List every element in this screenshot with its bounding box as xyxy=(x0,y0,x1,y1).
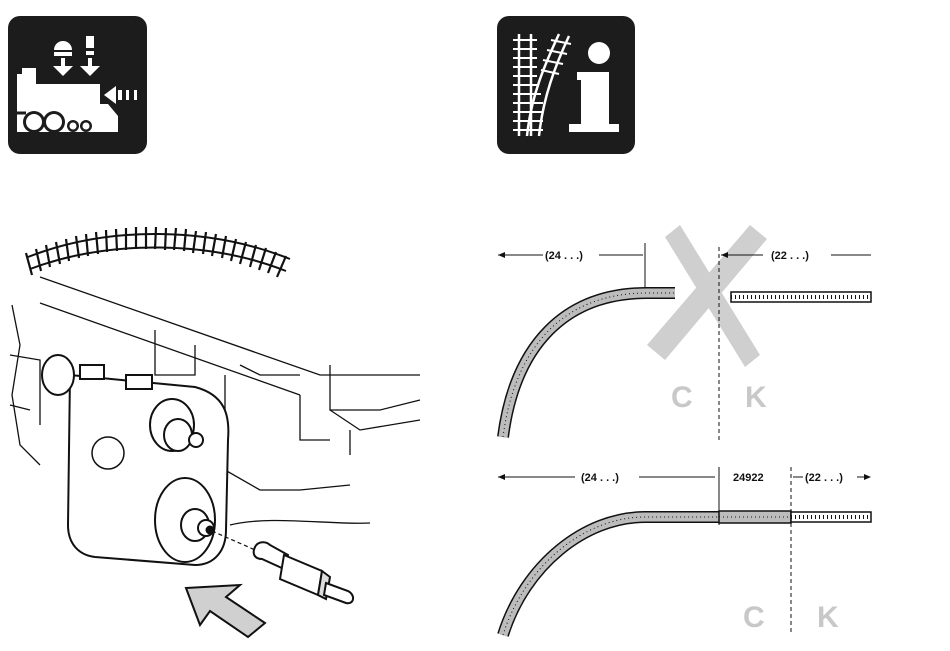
dim-label-right: (22 . . .) xyxy=(805,472,843,484)
dim-label-left: (24 . . .) xyxy=(545,250,583,262)
label-c: C xyxy=(671,381,693,414)
motor-shaft xyxy=(254,542,353,603)
correct-connection-diagram: (24 . . .) 24922 (22 . . .) C K xyxy=(495,455,935,645)
adapter-track xyxy=(719,511,791,523)
locomotive-maintenance-icon xyxy=(8,16,147,154)
motor-housing xyxy=(42,355,228,565)
motor-shaft-illustration xyxy=(0,225,420,645)
dim-label-left: (24 . . .) xyxy=(581,472,619,484)
straight-track-k xyxy=(731,292,871,302)
incorrect-connection-diagram: (24 . . .) (22 . . .) C K xyxy=(495,225,935,425)
label-k: K xyxy=(817,601,839,634)
adapter-part-number: 24922 xyxy=(733,472,764,484)
curved-track-c xyxy=(503,293,675,437)
label-k: K xyxy=(745,381,767,414)
curved-track-c xyxy=(503,517,719,635)
insert-arrow-icon xyxy=(186,585,265,637)
curved-track xyxy=(26,227,290,277)
turnout-info-icon xyxy=(497,16,635,154)
straight-track-k xyxy=(791,512,871,522)
label-c: C xyxy=(743,601,765,634)
dim-label-right: (22 . . .) xyxy=(771,250,809,262)
